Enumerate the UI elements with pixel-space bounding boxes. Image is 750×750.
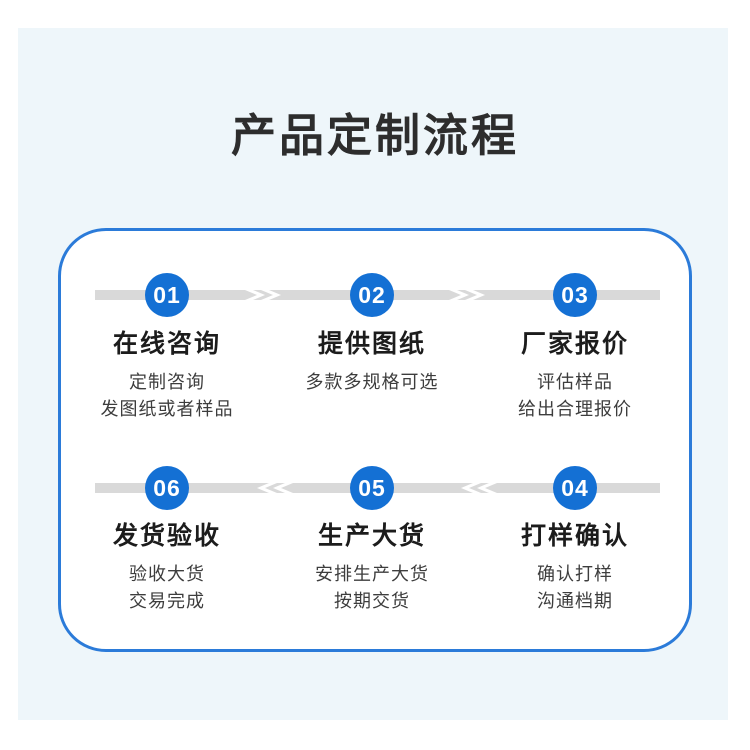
- step-01-desc-line2: 发图纸或者样品: [100, 399, 234, 419]
- step-01-desc-line1: 定制咨询: [129, 372, 205, 392]
- step-02-badge: 02: [350, 273, 394, 317]
- step-01-badge: 01: [145, 273, 189, 317]
- step-04-title: 打样确认: [520, 522, 629, 550]
- step-03-desc-line1: 评估样品: [537, 372, 613, 392]
- step-05-desc: 安排生产大货 按期交货: [272, 561, 472, 615]
- step-01-block: 在线咨询 定制咨询 发图纸或者样品: [67, 324, 267, 423]
- step-05-title: 生产大货: [317, 522, 426, 550]
- step-04-desc-line1: 确认打样: [537, 564, 613, 584]
- step-03-block: 厂家报价 评估样品 给出合理报价: [475, 324, 675, 423]
- step-06-desc-line1: 验收大货: [129, 564, 205, 584]
- step-03-desc-line2: 给出合理报价: [518, 399, 632, 419]
- step-03-desc: 评估样品 给出合理报价: [475, 369, 675, 423]
- step-02-title: 提供图纸: [317, 330, 426, 358]
- step-05-block: 生产大货 安排生产大货 按期交货: [272, 516, 472, 615]
- step-04-desc: 确认打样 沟通档期: [475, 561, 675, 615]
- step-05-badge: 05: [350, 466, 394, 510]
- step-02-desc-line1: 多款多规格可选: [305, 372, 439, 392]
- step-06-badge: 06: [145, 466, 189, 510]
- step-06-desc: 验收大货 交易完成: [67, 561, 267, 615]
- page-title: 产品定制流程: [230, 110, 519, 161]
- step-04-badge: 04: [553, 466, 597, 510]
- step-03-badge: 03: [553, 273, 597, 317]
- arrow-left-icon: [265, 483, 285, 493]
- step-06-desc-line2: 交易完成: [129, 591, 205, 611]
- arrow-left-icon: [469, 483, 489, 493]
- step-01-desc: 定制咨询 发图纸或者样品: [67, 369, 267, 423]
- step-02-block: 提供图纸 多款多规格可选: [272, 324, 472, 396]
- step-05-desc-line2: 按期交货: [334, 591, 410, 611]
- step-01-title: 在线咨询: [112, 330, 221, 358]
- step-04-block: 打样确认 确认打样 沟通档期: [475, 516, 675, 615]
- step-03-title: 厂家报价: [520, 330, 629, 358]
- step-06-title: 发货验收: [112, 522, 221, 550]
- step-02-desc: 多款多规格可选: [272, 369, 472, 396]
- arrow-right-icon: [457, 290, 477, 300]
- step-05-desc-line1: 安排生产大货: [315, 564, 429, 584]
- arrow-right-icon: [253, 290, 273, 300]
- step-04-desc-line2: 沟通档期: [537, 591, 613, 611]
- step-06-block: 发货验收 验收大货 交易完成: [67, 516, 267, 615]
